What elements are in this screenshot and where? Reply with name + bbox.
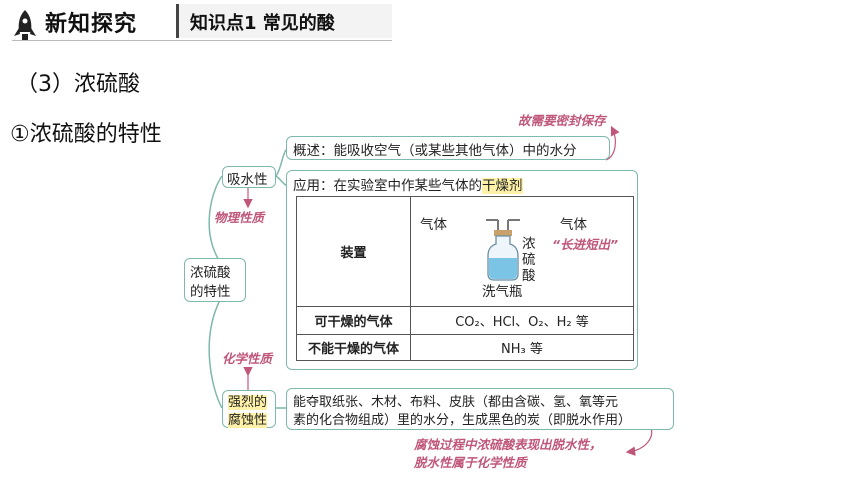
not-dryable-label: 不能干燥的气体 (296, 334, 411, 361)
corrosive-desc-line1: 能夺取纸张、木材、布料、皮肤（都由含碳、氢、氧等元 (293, 395, 619, 410)
overview-box (286, 136, 610, 160)
subtitle-bar (176, 4, 392, 38)
chemical-property-note: 化学性质 (222, 351, 273, 366)
physical-property-note: 物理性质 (214, 210, 265, 225)
rocket-icon (14, 10, 36, 40)
corrosive-desc-line2: 素的化合物组成）里的水分，生成黑色的炭（即脱水作用） (293, 413, 632, 428)
corrosive-label-line2: 腐蚀性 (228, 413, 268, 428)
conc-label-2: 硫 (522, 252, 536, 268)
absorb-label: 吸水性 (227, 172, 268, 188)
page-title: 新知探究 (45, 12, 138, 37)
page-subtitle: 知识点1 常见的酸 (190, 13, 335, 34)
bottle-label: 洗气瓶 (482, 284, 523, 300)
section-title: （3）浓硫酸 (16, 72, 140, 97)
gas-drying-table: 装置 可干燥的气体 CO₂、HCl、O₂、H₂ 等 不能干燥的气体 NH₃ 等 (296, 196, 635, 361)
corrosive-label-line1: 强烈的 (228, 395, 268, 410)
seal-storage-note: 故需要密封保存 (518, 113, 606, 128)
desiccant-highlight: 干燥剂 (482, 178, 523, 194)
center-node-line2: 的特性 (190, 284, 231, 300)
application-text: 应用：在实验室中作某些气体的干燥剂 (293, 174, 523, 194)
corrosive-desc-box (286, 388, 674, 430)
absorb-label-box (222, 166, 276, 188)
gas-in-label: 气体 (420, 217, 447, 233)
dryable-value: CO₂、HCl、O₂、H₂ 等 (409, 306, 635, 335)
device-cell (409, 196, 635, 307)
conc-label-1: 浓 (522, 236, 536, 252)
dehydration-note-line2: 脱水性属于化学性质 (414, 455, 527, 470)
center-node (184, 258, 246, 302)
center-node-line1: 浓硫酸 (190, 265, 231, 281)
header-divider (12, 40, 392, 41)
gas-out-label: 气体 (560, 217, 587, 233)
long-in-short-out-note: “长进短出” (552, 237, 619, 252)
dehydration-note-line1: 腐蚀过程中浓硫酸表现出脱水性， (414, 437, 602, 452)
overview-text: 概述：能吸收空气（或某些其他气体）中的水分 (293, 143, 577, 159)
not-dryable-value: NH₃ 等 (409, 334, 635, 361)
application-prefix: 应用：在实验室中作某些气体的 (293, 178, 482, 194)
conc-label-3: 酸 (522, 268, 536, 284)
subsection-title: ①浓硫酸的特性 (10, 122, 162, 147)
